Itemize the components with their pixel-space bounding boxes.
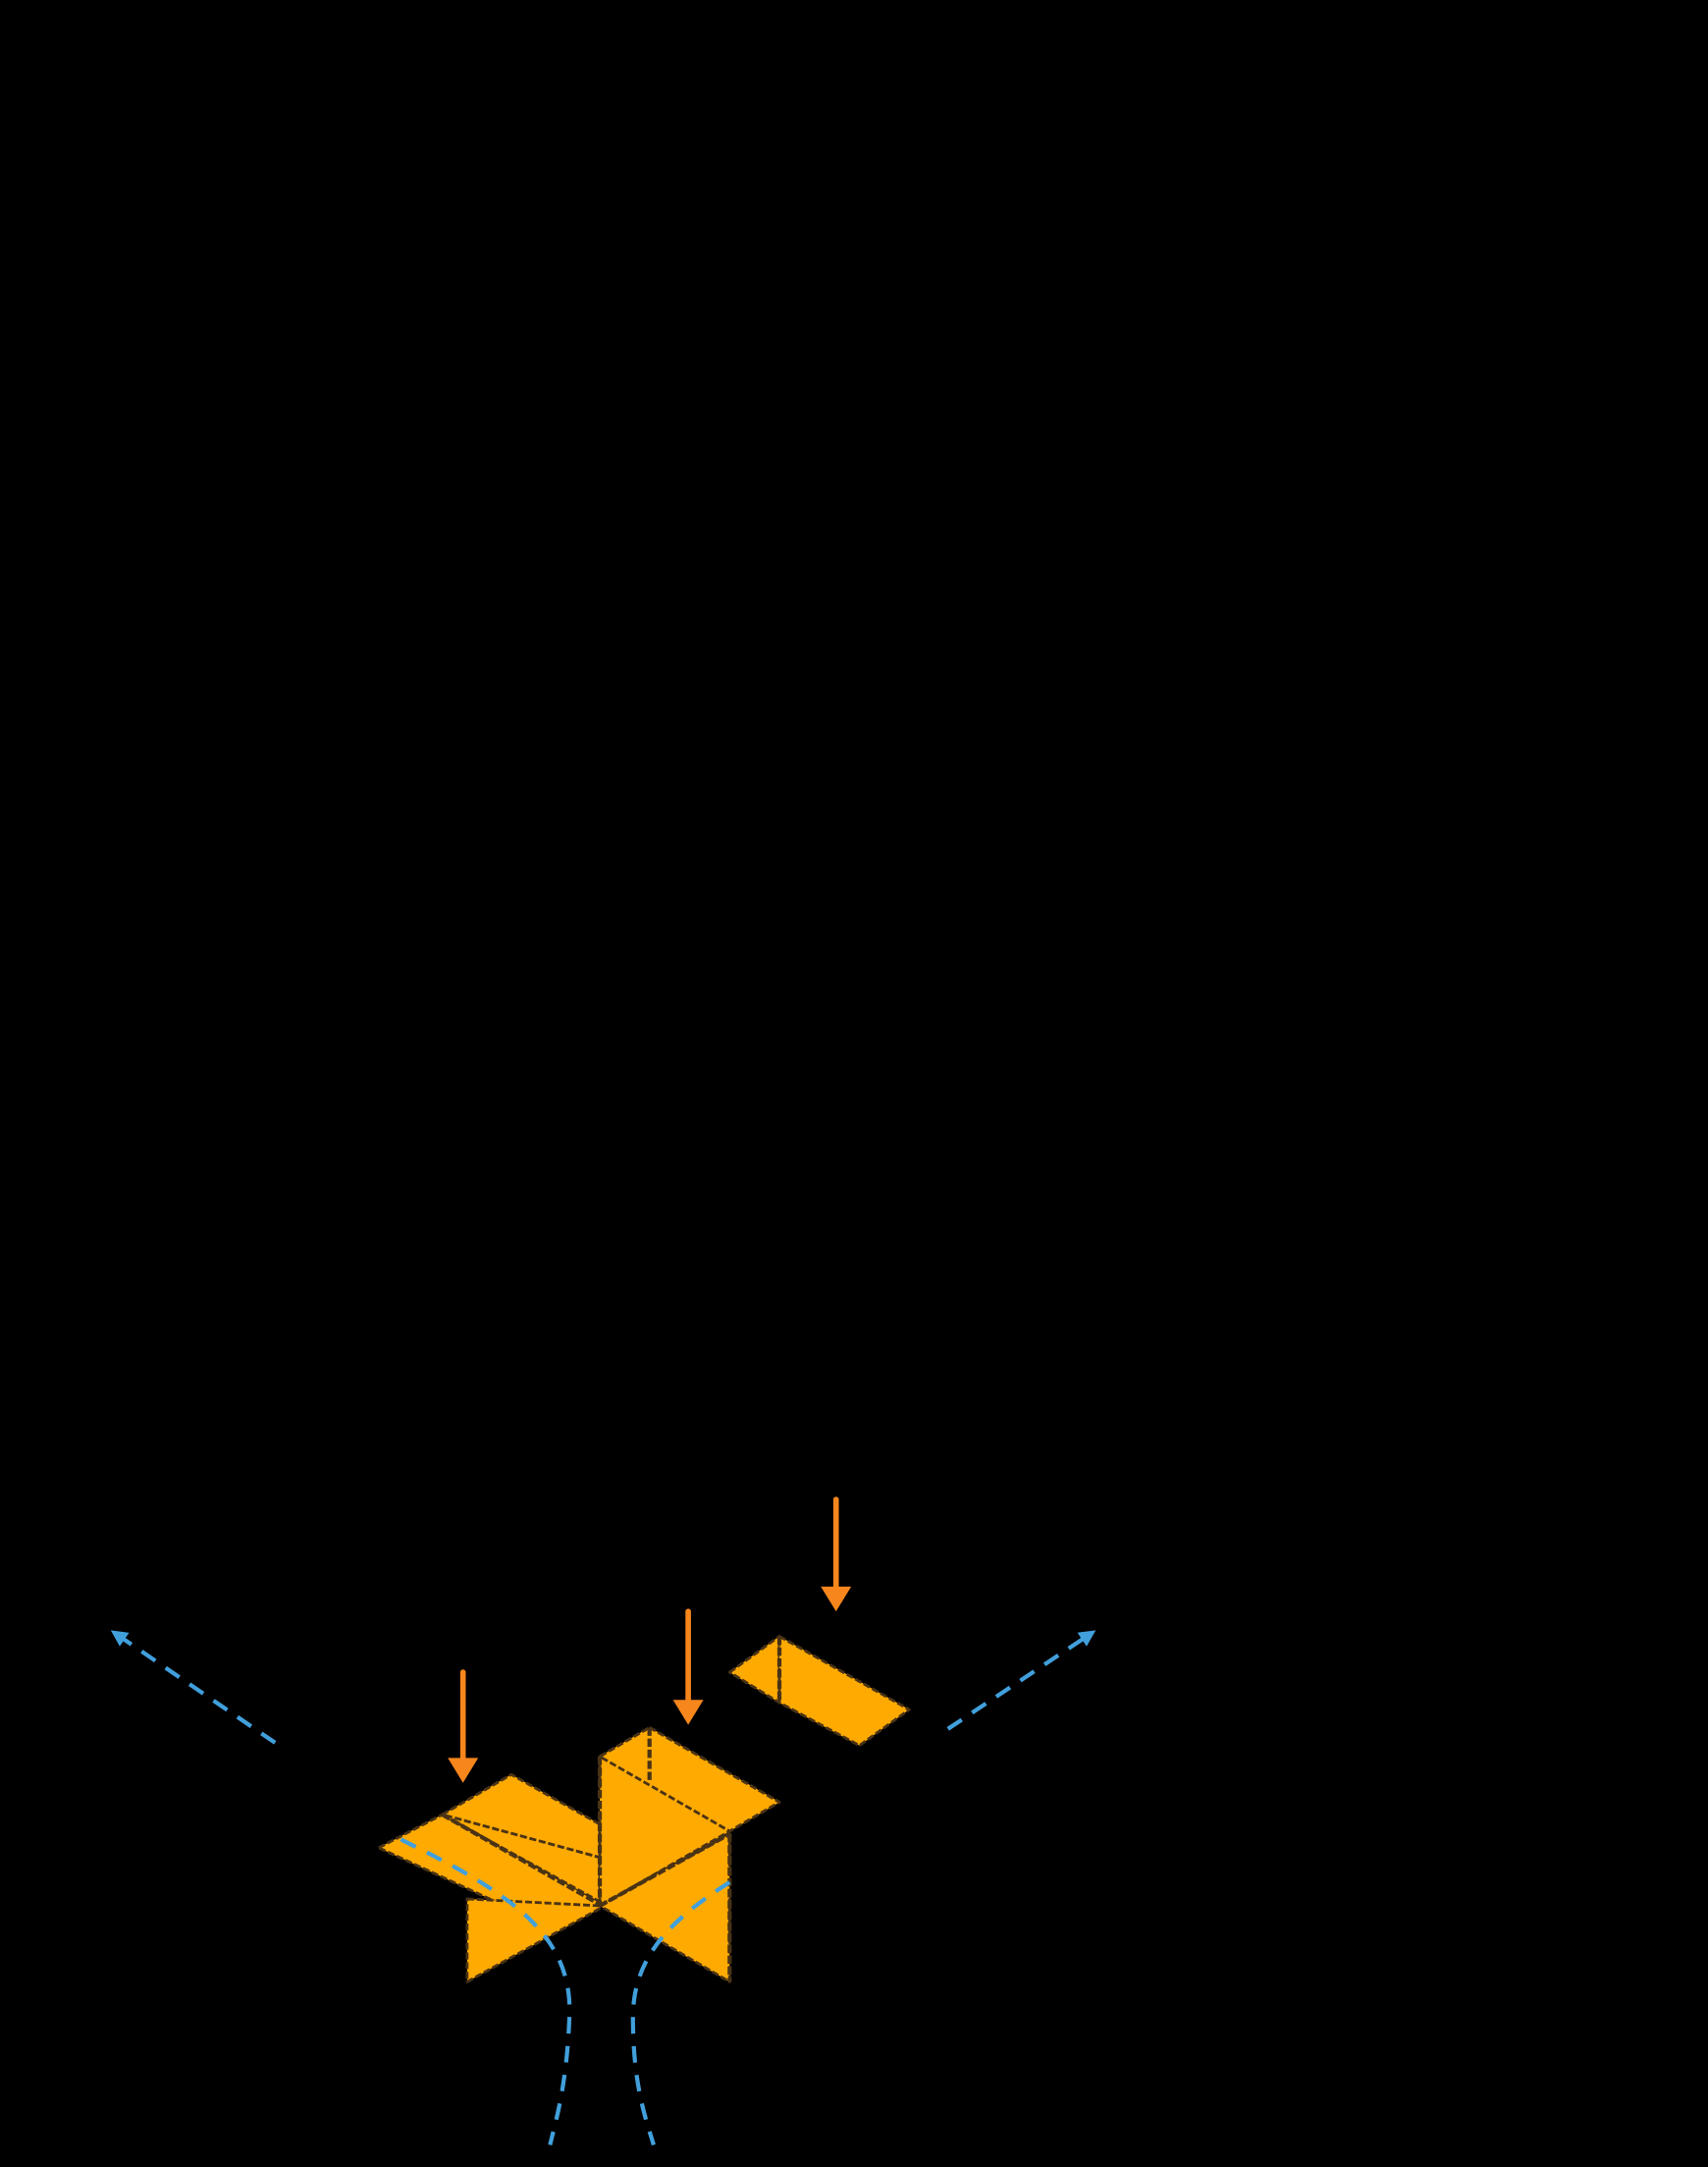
upper-right-flap	[598, 1725, 781, 1833]
arrow-down-icon	[672, 1700, 704, 1725]
panel-assembly	[377, 1635, 911, 1983]
load-arrow-left	[448, 1669, 479, 1783]
flat-roof-panel	[727, 1635, 911, 1748]
l-shaped-floor-panel	[377, 1772, 602, 1983]
flow-curve-left	[400, 1837, 572, 2145]
roof-panel-left-section	[727, 1635, 781, 1705]
wall-fold-line-2	[598, 1831, 731, 1908]
flow-curve-right	[630, 1880, 731, 2146]
load-arrows	[448, 1496, 852, 1783]
arrow-down-icon	[821, 1586, 852, 1612]
load-arrow-middle	[672, 1608, 704, 1725]
load-arrow-right	[821, 1496, 852, 1612]
roof-panel-main	[777, 1635, 911, 1748]
floor-panel-fold-line	[441, 1813, 602, 1907]
flow-arrow-upper-left	[110, 1630, 277, 1745]
flow-lines	[110, 1630, 1096, 2146]
lower-left-vertical-panel	[465, 1897, 602, 1983]
floor-panel-back-strip	[441, 1772, 602, 1860]
flow-arrow-upper-right	[946, 1630, 1096, 1731]
vertical-wall-panels	[597, 1725, 781, 1983]
arrow-down-icon	[448, 1758, 479, 1783]
